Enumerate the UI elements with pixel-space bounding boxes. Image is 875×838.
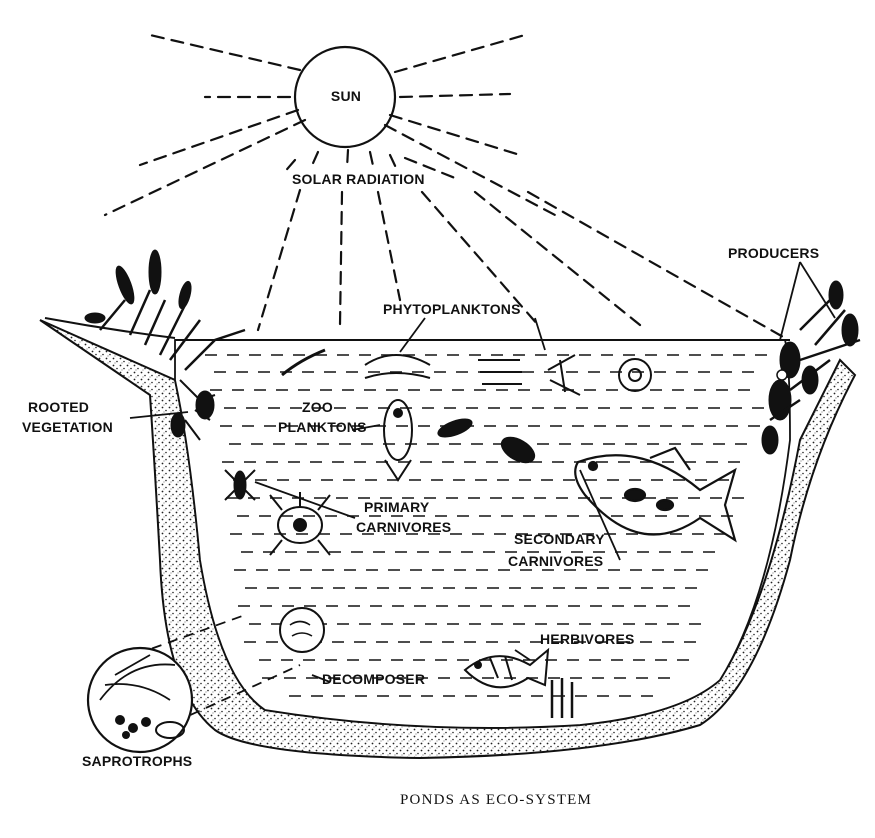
label-rooted: ROOTED bbox=[28, 398, 89, 416]
label-vegetation: VEGETATION bbox=[22, 418, 113, 436]
label-decomposer: DECOMPOSER bbox=[322, 670, 425, 688]
solar-rays bbox=[105, 35, 785, 338]
label-phytoplanktons: PHYTOPLANKTONS bbox=[383, 300, 521, 318]
label-zoo: ZOO bbox=[302, 398, 333, 416]
figure-caption: PONDS AS ECO-SYSTEM bbox=[400, 792, 592, 809]
label-planktons: PLANKTONS bbox=[278, 418, 367, 436]
label-secondary-carnivores: CARNIVORES bbox=[508, 552, 603, 570]
label-secondary: SECONDARY bbox=[514, 530, 605, 548]
label-sun: SUN bbox=[322, 87, 370, 105]
label-herbivores: HERBIVORES bbox=[540, 630, 635, 648]
label-producers: PRODUCERS bbox=[728, 244, 819, 262]
label-saprotrophs: SAPROTROPHS bbox=[82, 752, 192, 770]
label-primary: PRIMARY bbox=[364, 498, 429, 516]
decomposer-organisms bbox=[280, 608, 324, 652]
label-solar-radiation: SOLAR RADIATION bbox=[292, 170, 425, 188]
label-primary-carnivores: CARNIVORES bbox=[356, 518, 451, 536]
